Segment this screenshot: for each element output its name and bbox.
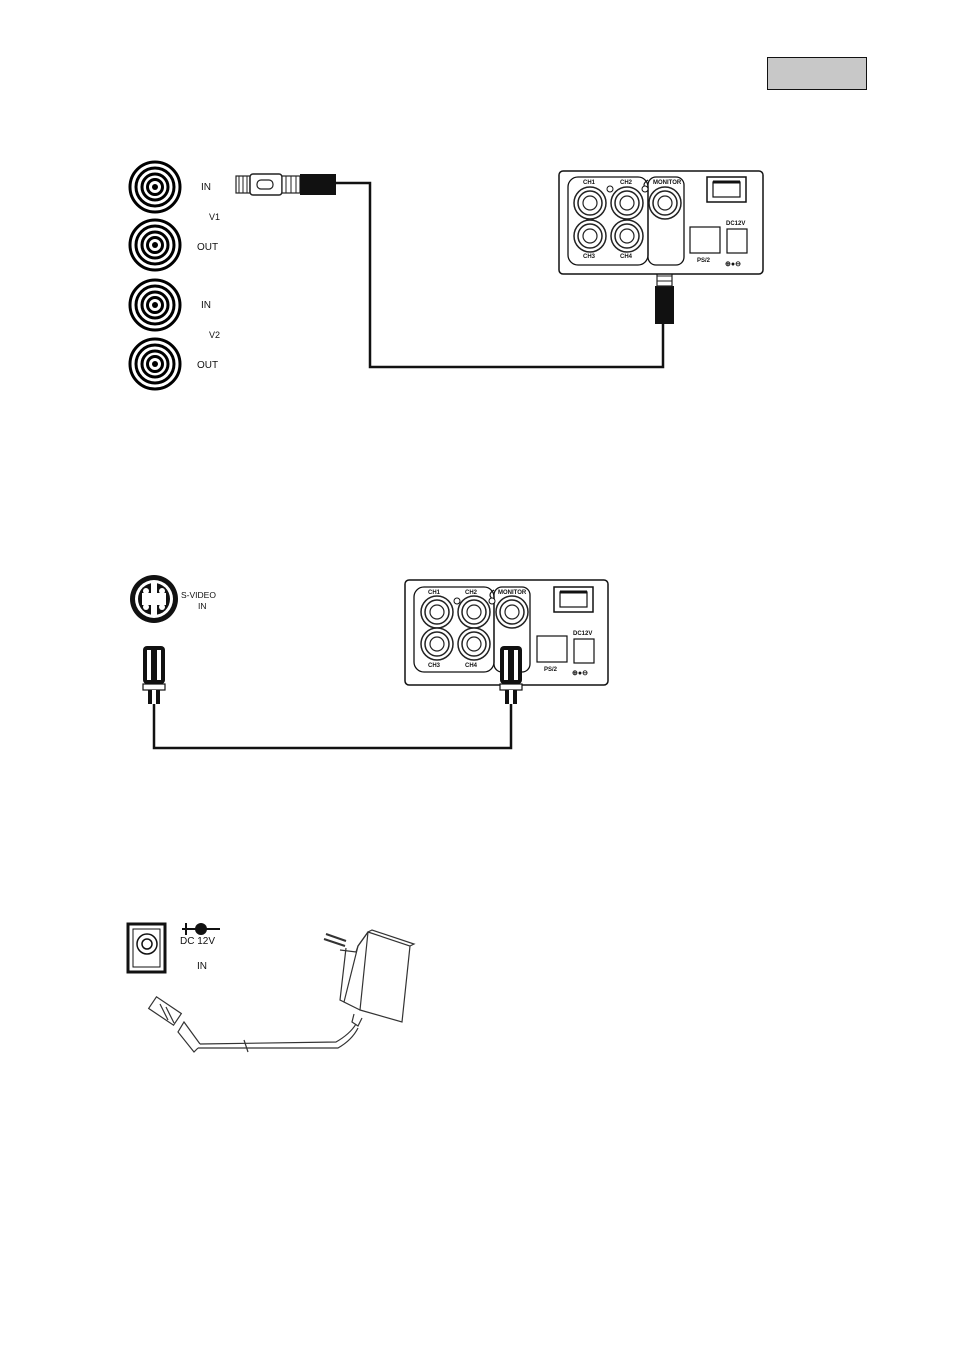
panel1-polarity-label: ⊕●⊖ bbox=[725, 261, 741, 268]
label-v1-in: IN bbox=[201, 182, 211, 193]
panel1-ch2-label: CH2 bbox=[620, 180, 633, 186]
panel1-monitor-jack-icon bbox=[649, 187, 681, 219]
panel2-led2-icon bbox=[489, 598, 495, 604]
figure-svideo-connection: S-VIDEO IN CH1 CH2 MONITOR CH3 CH4 bbox=[130, 575, 608, 748]
panel1-ch3-jack-icon bbox=[574, 220, 606, 252]
bnc-jack-v2-out-icon bbox=[130, 339, 180, 389]
panel2-ch4-jack-icon bbox=[458, 628, 490, 660]
panel1-ch4-label: CH4 bbox=[620, 254, 633, 260]
label-v1-out: OUT bbox=[197, 242, 218, 253]
panel1-ch2-jack-icon bbox=[611, 187, 643, 219]
panel1-dc-jack-icon bbox=[727, 229, 747, 253]
panel1-ch1-label: CH1 bbox=[583, 180, 596, 186]
figure-bnc-connection: IN V1 OUT IN V2 OUT bbox=[130, 162, 763, 389]
panel1-dc12v-label: DC12V bbox=[726, 221, 745, 227]
label-dc-in: IN bbox=[197, 961, 207, 972]
panel2-monitor-label: MONITOR bbox=[498, 590, 527, 596]
bnc-jack-v2-in-icon bbox=[130, 280, 180, 330]
svideo-jack-icon bbox=[130, 575, 178, 623]
panel2-ps2-label: PS/2 bbox=[544, 667, 558, 673]
bnc-plug-horizontal-icon bbox=[236, 174, 336, 195]
panel2-polarity-label: ⊕●⊖ bbox=[572, 670, 588, 677]
bnc-jack-v1-out-icon bbox=[130, 220, 180, 270]
rear-panel-1: CH1 CH2 MONITOR CH3 CH4 PS/2 DC12V ⊕●⊖ bbox=[559, 171, 763, 274]
panel1-led-icon bbox=[607, 186, 613, 192]
dc-jack-icon bbox=[128, 924, 165, 972]
panel2-ps2-port-icon bbox=[537, 636, 567, 662]
panel1-ps2-label: PS/2 bbox=[697, 258, 711, 264]
dc-polarity-symbol-icon bbox=[182, 923, 220, 935]
label-svideo: S-VIDEO bbox=[181, 590, 216, 600]
power-adapter-icon bbox=[149, 930, 414, 1052]
label-v2-in: IN bbox=[201, 300, 211, 311]
label-v2: V2 bbox=[209, 330, 220, 340]
panel1-ch4-jack-icon bbox=[611, 220, 643, 252]
panel2-ch1-label: CH1 bbox=[428, 590, 441, 596]
panel2-dc12v-label: DC12V bbox=[573, 631, 592, 637]
svideo-cable bbox=[154, 704, 511, 748]
panel1-led2-icon bbox=[642, 186, 648, 192]
label-svideo-in: IN bbox=[198, 601, 207, 611]
label-dc-12v: DC 12V bbox=[180, 936, 215, 947]
panel1-monitor-label: MONITOR bbox=[653, 180, 682, 186]
panel1-ps2-port-icon bbox=[690, 227, 720, 253]
panel2-ch2-jack-icon bbox=[458, 596, 490, 628]
svideo-plug-right-icon bbox=[500, 646, 522, 704]
panel2-ch3-label: CH3 bbox=[428, 663, 441, 669]
label-v1: V1 bbox=[209, 212, 220, 222]
panel2-ch3-jack-icon bbox=[421, 628, 453, 660]
panel2-led-icon bbox=[454, 598, 460, 604]
panel1-ch1-jack-icon bbox=[574, 187, 606, 219]
panel2-monitor-jack-icon bbox=[496, 596, 528, 628]
panel2-ch1-jack-icon bbox=[421, 596, 453, 628]
bnc-jack-v1-in-icon bbox=[130, 162, 180, 212]
svideo-plug-left-icon bbox=[143, 646, 165, 704]
label-v2-out: OUT bbox=[197, 360, 218, 371]
panel1-ch3-label: CH3 bbox=[583, 254, 596, 260]
figure-dc-power-connection: DC 12V IN bbox=[128, 923, 414, 1052]
panel2-dc-jack-icon bbox=[574, 639, 594, 663]
panel2-ch4-label: CH4 bbox=[465, 663, 478, 669]
panel2-ch2-label: CH2 bbox=[465, 590, 478, 596]
